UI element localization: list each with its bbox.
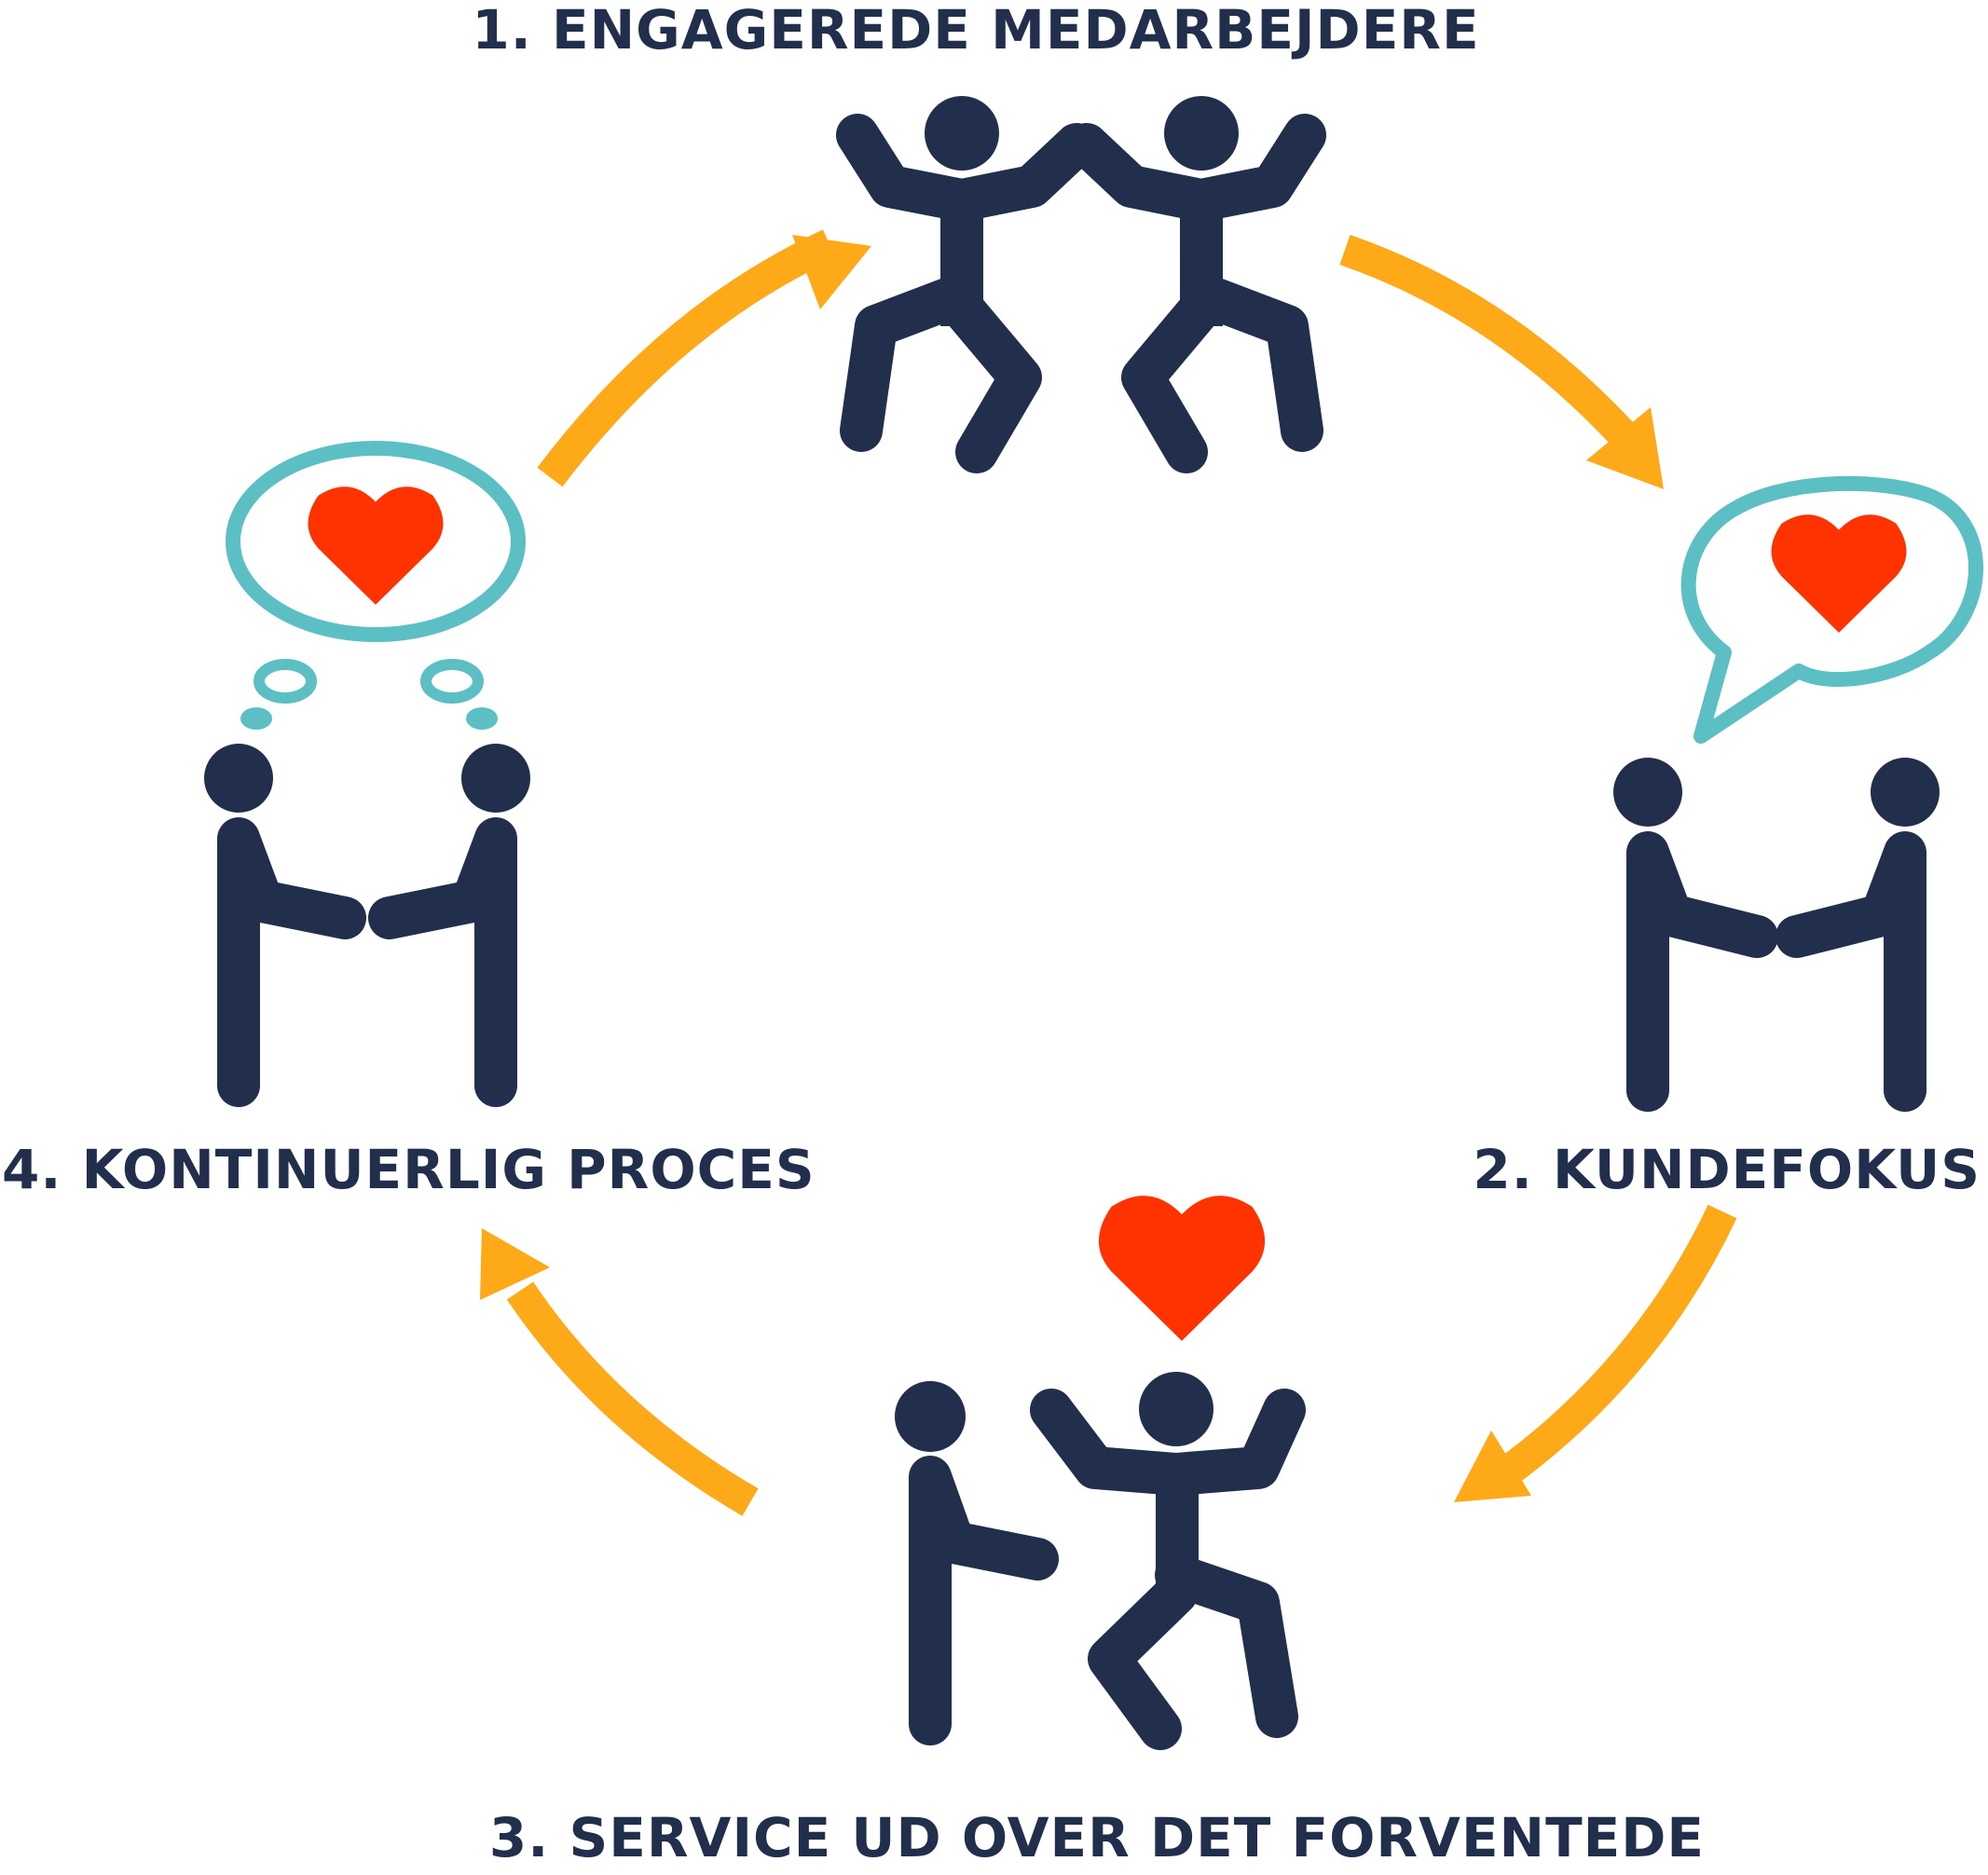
thinking-people-heart-icon bbox=[204, 441, 530, 1107]
talking-people-heart-icon bbox=[1613, 475, 1983, 1112]
step-3-label: 3. SERVICE UD OVER DET FORVENTEDE bbox=[489, 1806, 1705, 1869]
arrow-2-to-3 bbox=[1454, 1204, 1737, 1502]
happy-customer-heart-icon bbox=[895, 1196, 1306, 1750]
person-head bbox=[1871, 758, 1940, 827]
person-head bbox=[1139, 1372, 1213, 1446]
thought-dot-icon bbox=[254, 659, 317, 704]
thought-dot-icon bbox=[466, 707, 498, 730]
person-head bbox=[1164, 96, 1239, 171]
person-head bbox=[925, 96, 999, 171]
heart-icon bbox=[1098, 1196, 1266, 1341]
arrow-1-to-2 bbox=[1339, 234, 1664, 489]
thought-dot-icon bbox=[240, 707, 272, 730]
thought-bubble-icon bbox=[226, 441, 526, 642]
person-head bbox=[204, 744, 273, 813]
arrow-4-to-1 bbox=[537, 229, 871, 487]
person-head bbox=[461, 744, 530, 813]
heart-icon bbox=[308, 486, 444, 605]
step-2-label: 2. KUNDEFOKUS bbox=[1473, 1138, 1981, 1201]
person-head bbox=[1613, 758, 1682, 827]
speech-bubble-icon bbox=[1680, 475, 1983, 744]
arrow-3-to-4 bbox=[480, 1228, 759, 1516]
two-jumping-people-icon bbox=[836, 96, 1326, 473]
step-1-label: 1. ENGAGEREDE MEDARBEJDERE bbox=[472, 0, 1479, 62]
step-4-label: 4. KONTINUERLIG PROCES bbox=[2, 1138, 816, 1201]
heart-icon bbox=[1771, 514, 1907, 633]
thought-dot-icon bbox=[420, 659, 484, 704]
person-head bbox=[895, 1381, 966, 1452]
